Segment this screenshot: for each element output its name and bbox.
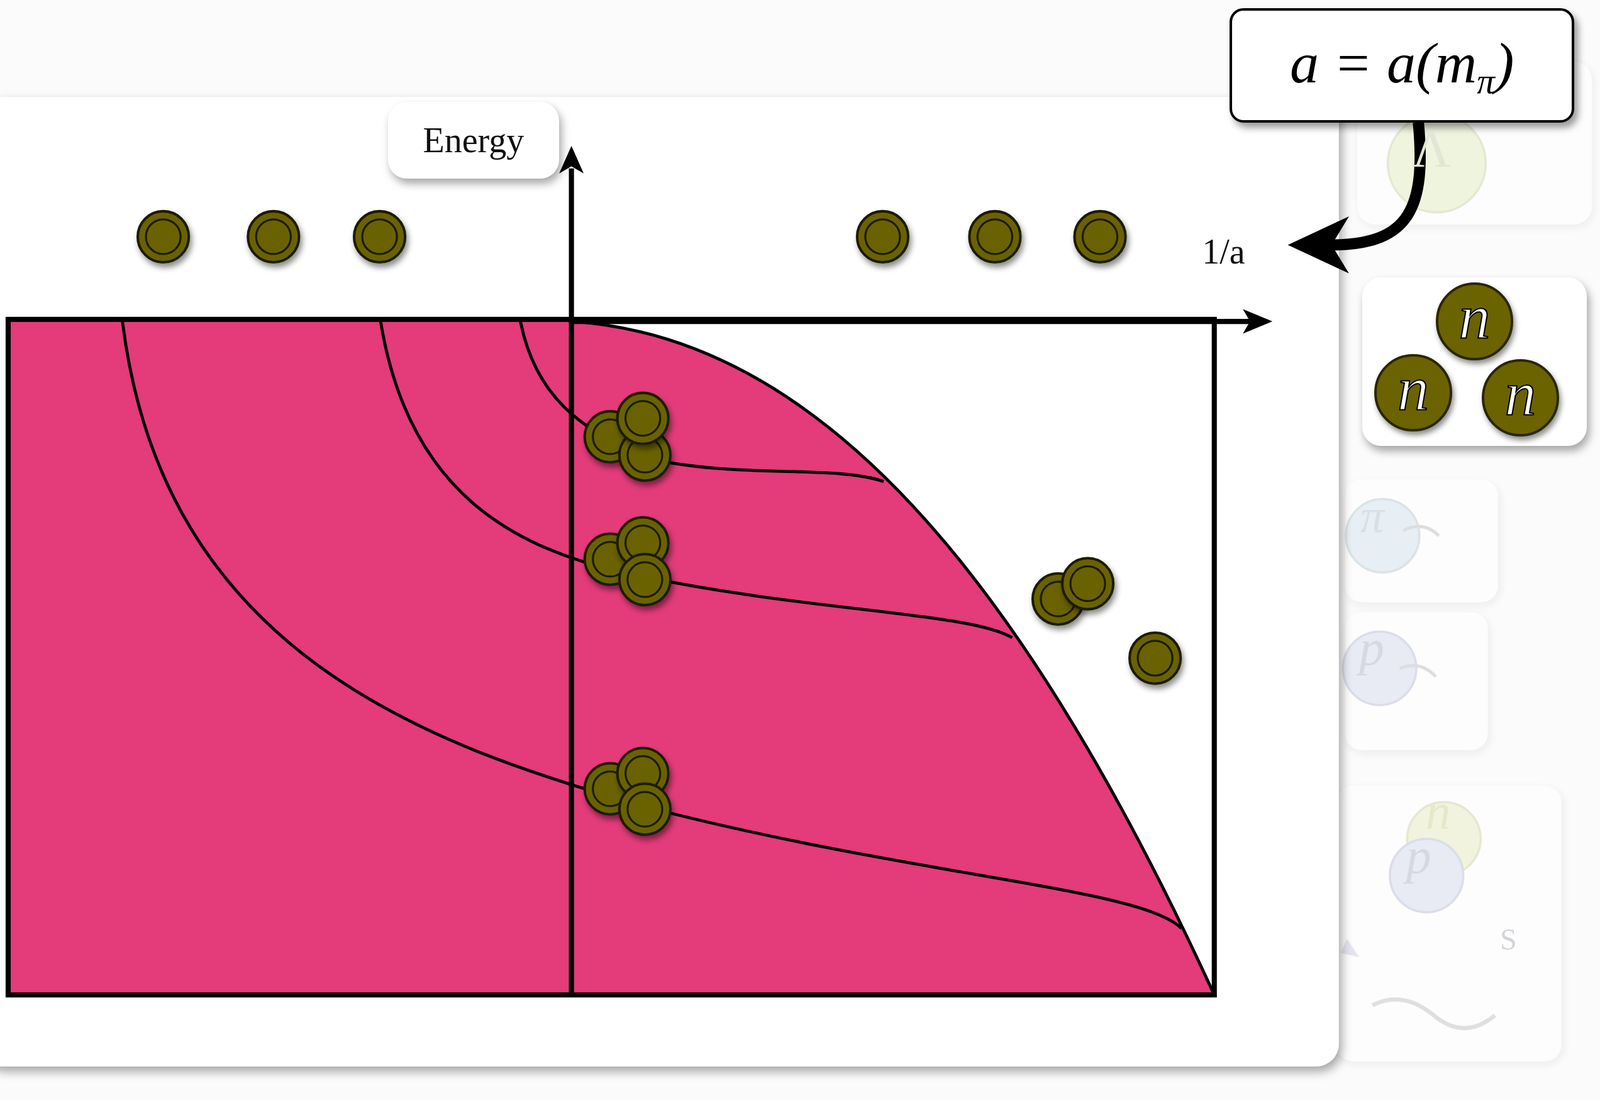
main-panel (0, 96, 1339, 1067)
node-text: n (1397, 353, 1429, 424)
particle-dot (619, 554, 671, 606)
text-group: n (1458, 285, 1490, 349)
faded-symbol: p (1359, 620, 1385, 676)
inverse-a-axis (571, 318, 1251, 324)
node-text: n (1458, 281, 1490, 352)
subscript: π (1476, 61, 1495, 101)
particle-dot (1129, 632, 1181, 684)
node-text: a = a(m (1289, 30, 1477, 95)
energy-arrowhead (559, 145, 584, 174)
bound-region (8, 319, 1215, 995)
faded-symbol: π (1360, 489, 1385, 543)
neutron-card: nnn (1362, 277, 1587, 446)
text-group: Energy (422, 120, 524, 161)
particle-dot (137, 211, 189, 263)
energy-axis (569, 168, 575, 995)
faded-cards (1336, 61, 1592, 1062)
particle-dot (969, 211, 1021, 263)
node-text: Energy (422, 120, 524, 160)
particle-dots (137, 211, 1181, 835)
formula-box: a = a(mπ) (1229, 8, 1575, 123)
text-group: n (1397, 357, 1429, 421)
particle-dot (857, 211, 909, 263)
particle-dot (1074, 211, 1126, 263)
text-group: n (1504, 362, 1536, 426)
neutron-circle: n (1374, 354, 1452, 432)
curved-arrowhead (1288, 216, 1350, 274)
particle-dot (1062, 557, 1114, 609)
particle-dot (619, 783, 671, 835)
faded-symbol: S (1500, 923, 1517, 957)
inverse-a-arrowhead (1242, 309, 1273, 334)
efimov-branches (122, 321, 1182, 929)
frame (8, 319, 1215, 995)
neutron-circle: n (1481, 359, 1560, 437)
threshold-curve (571, 321, 1215, 995)
particle-dot (247, 211, 299, 263)
axis-title-box: Energy (388, 101, 560, 179)
axis-label: 1/a (1201, 232, 1245, 272)
node-text: ) (1494, 30, 1515, 95)
faded-symbol: p (1406, 828, 1432, 884)
node-text: n (1504, 358, 1536, 429)
neutron-circle: n (1435, 282, 1514, 360)
particle-dot (617, 393, 669, 445)
scattering-region (571, 321, 1215, 995)
faded-symbol: Λ (1411, 120, 1451, 178)
text-group: a = a(mπ) (1289, 29, 1514, 102)
particle-dot (354, 211, 406, 263)
